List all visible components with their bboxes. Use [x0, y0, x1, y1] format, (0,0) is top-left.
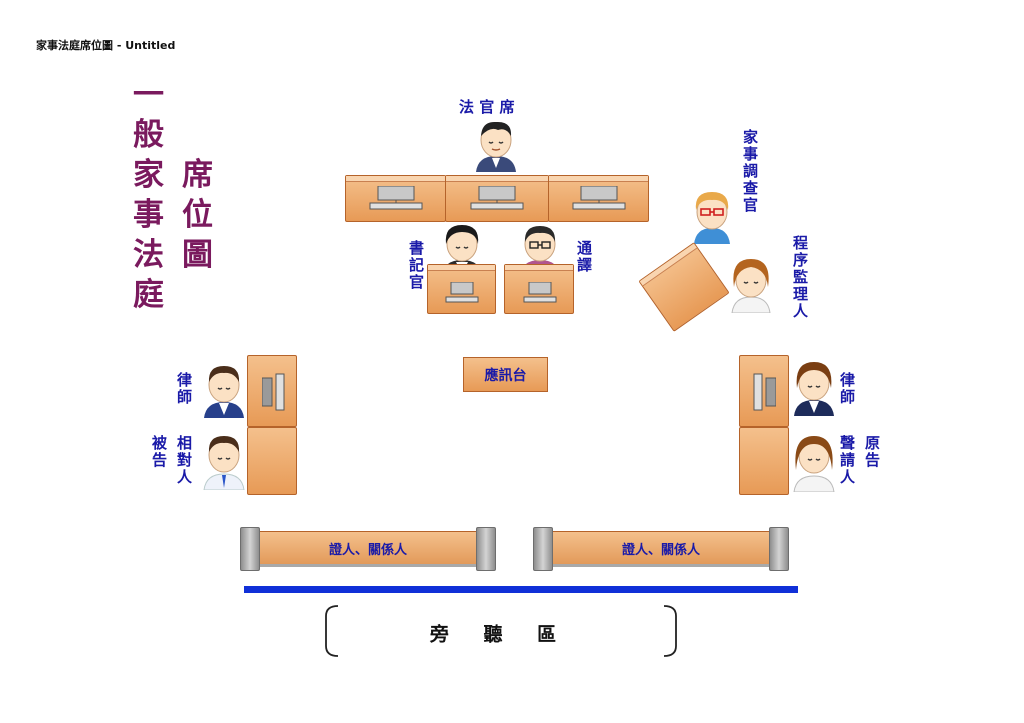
char: 請 — [840, 451, 856, 469]
char: 聲 — [840, 434, 856, 452]
char: 家 — [743, 128, 759, 146]
judge-label: 法 官 席 — [459, 98, 515, 116]
judge-bench-center — [445, 175, 549, 222]
char: 人 — [793, 302, 809, 320]
char: 調 — [743, 162, 759, 180]
char: 程 — [793, 234, 809, 252]
char: 庭 — [133, 277, 164, 313]
lawyer-right-label: 律師 — [840, 373, 855, 407]
heading-col2: 席位圖 — [182, 160, 213, 280]
respondent-desk — [247, 427, 297, 495]
monitor-icon — [470, 186, 524, 210]
document-title: 家事法庭席位圖 - Untitled — [36, 39, 176, 52]
char: 查 — [743, 179, 759, 197]
supervisor-figure — [731, 259, 771, 313]
char: 通 — [577, 239, 593, 257]
char: 理 — [793, 285, 809, 303]
judge-figure — [476, 121, 516, 172]
witness-bench-right: 證人、關係人 — [553, 531, 769, 567]
petitioner-label-b: 原告 — [865, 436, 880, 470]
char: 被 — [152, 434, 168, 452]
char: 般 — [133, 117, 164, 153]
char: 人 — [840, 468, 856, 486]
char: 書 — [409, 239, 425, 257]
char: 律 — [840, 371, 856, 389]
monitor-icon — [572, 186, 626, 210]
respondent-figure — [203, 436, 245, 490]
petitioner-desk — [739, 427, 789, 495]
char: 位 — [182, 197, 213, 233]
char: 譯 — [577, 256, 593, 274]
supervisor-desk — [638, 242, 730, 332]
monitor-icon — [445, 282, 479, 303]
clerk-label: 書記官 — [409, 241, 424, 292]
witness-bench-left: 證人、關係人 — [260, 531, 476, 567]
monitor-icon — [753, 373, 776, 411]
interpreter-label: 通譯 — [577, 241, 592, 275]
respondent-label-b: 被告 — [152, 436, 167, 470]
lawyer-left-label: 律師 — [177, 373, 192, 407]
char: 人 — [177, 468, 193, 486]
gallery-bracket-left — [325, 605, 339, 657]
char: 對 — [177, 451, 193, 469]
char: 法 — [133, 237, 164, 273]
gallery-divider — [244, 586, 798, 593]
monitor-icon — [523, 282, 557, 303]
char: 一 — [133, 77, 164, 113]
char: 告 — [152, 451, 168, 469]
respondent-label-a: 相對人 — [177, 436, 192, 487]
witness-stand: 應訊台 — [463, 357, 548, 392]
gallery-label: 旁 聽 區 — [429, 623, 571, 646]
char: 事 — [133, 197, 164, 233]
investigator-label: 家事調查官 — [743, 130, 758, 215]
char: 告 — [865, 451, 881, 469]
lawyer-left-figure — [204, 366, 244, 418]
petitioner-label-a: 聲請人 — [840, 436, 855, 487]
clerk-desk — [427, 264, 496, 314]
bench-left-post-right — [476, 527, 496, 571]
gallery-bracket-right — [663, 605, 677, 657]
lawyer-right-figure — [794, 362, 834, 416]
bench-right-post-right — [769, 527, 789, 571]
char: 師 — [840, 388, 856, 406]
bench-right-post-left — [533, 527, 553, 571]
monitor-icon — [262, 373, 285, 411]
char: 官 — [409, 273, 425, 291]
heading-col1: 一般家事法庭 — [133, 80, 164, 320]
char: 記 — [409, 256, 425, 274]
char: 師 — [177, 388, 193, 406]
supervisor-label: 程序監理人 — [793, 236, 808, 321]
char: 官 — [743, 196, 759, 214]
char: 事 — [743, 145, 759, 163]
monitor-icon — [369, 186, 423, 210]
char: 律 — [177, 371, 193, 389]
char: 圖 — [182, 237, 213, 273]
char: 席 — [182, 157, 213, 193]
petitioner-figure — [793, 436, 835, 492]
lawyer-right-desk — [739, 355, 789, 427]
char: 相 — [177, 434, 193, 452]
bench-left-post-left — [240, 527, 260, 571]
char: 原 — [865, 434, 881, 452]
char: 監 — [793, 268, 809, 286]
char: 序 — [793, 251, 809, 269]
char: 家 — [133, 157, 164, 193]
investigator-figure — [694, 192, 730, 244]
